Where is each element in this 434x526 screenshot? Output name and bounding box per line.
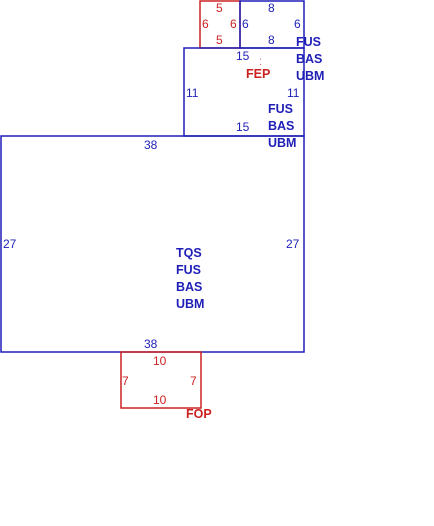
fop-bottom-dim: 10 xyxy=(153,393,167,407)
small-blue-label-2: BAS xyxy=(296,52,322,66)
large-label-2: FUS xyxy=(176,263,201,277)
fop-label: FOP xyxy=(186,407,212,421)
large-top-dim: 38 xyxy=(144,138,158,152)
small-blue-label-3: UBM xyxy=(296,69,324,83)
fop-section xyxy=(120,351,202,409)
middle-left-dim: 11 xyxy=(186,86,199,100)
small-blue-right-dim: 6 xyxy=(294,17,301,31)
small-red-left-dim: 6 xyxy=(202,17,209,31)
small-red-right-dim: 6 xyxy=(230,17,237,31)
large-right-dim: 27 xyxy=(286,237,300,251)
large-label-1: TQS xyxy=(176,246,202,260)
small-blue-bottom-dim: 8 xyxy=(268,33,275,47)
middle-right-dim: 11 xyxy=(287,86,300,100)
fep-label: FEP xyxy=(246,67,270,81)
large-bottom-dim: 38 xyxy=(144,337,158,351)
fop-top-dim: 10 xyxy=(153,354,167,368)
middle-label-3: UBM xyxy=(268,136,296,150)
fop-left-dim: 7 xyxy=(122,374,129,388)
small-blue-left-dim: 6 xyxy=(242,17,249,31)
middle-bottom-dim: 15 xyxy=(236,120,250,134)
small-blue-top-dim: 8 xyxy=(268,1,275,15)
fep-marker: ː xyxy=(259,54,262,68)
fop-right-dim: 7 xyxy=(190,374,197,388)
large-section xyxy=(0,135,305,353)
middle-top-dim: 15 xyxy=(236,49,250,63)
large-left-dim: 27 xyxy=(3,237,17,251)
large-label-3: BAS xyxy=(176,280,202,294)
large-label-4: UBM xyxy=(176,297,204,311)
small-red-bottom-dim: 5 xyxy=(216,33,223,47)
small-blue-label-1: FUS xyxy=(296,35,321,49)
small-red-top-dim: 5 xyxy=(216,1,223,15)
middle-label-1: FUS xyxy=(268,102,293,116)
middle-label-2: BAS xyxy=(268,119,294,133)
